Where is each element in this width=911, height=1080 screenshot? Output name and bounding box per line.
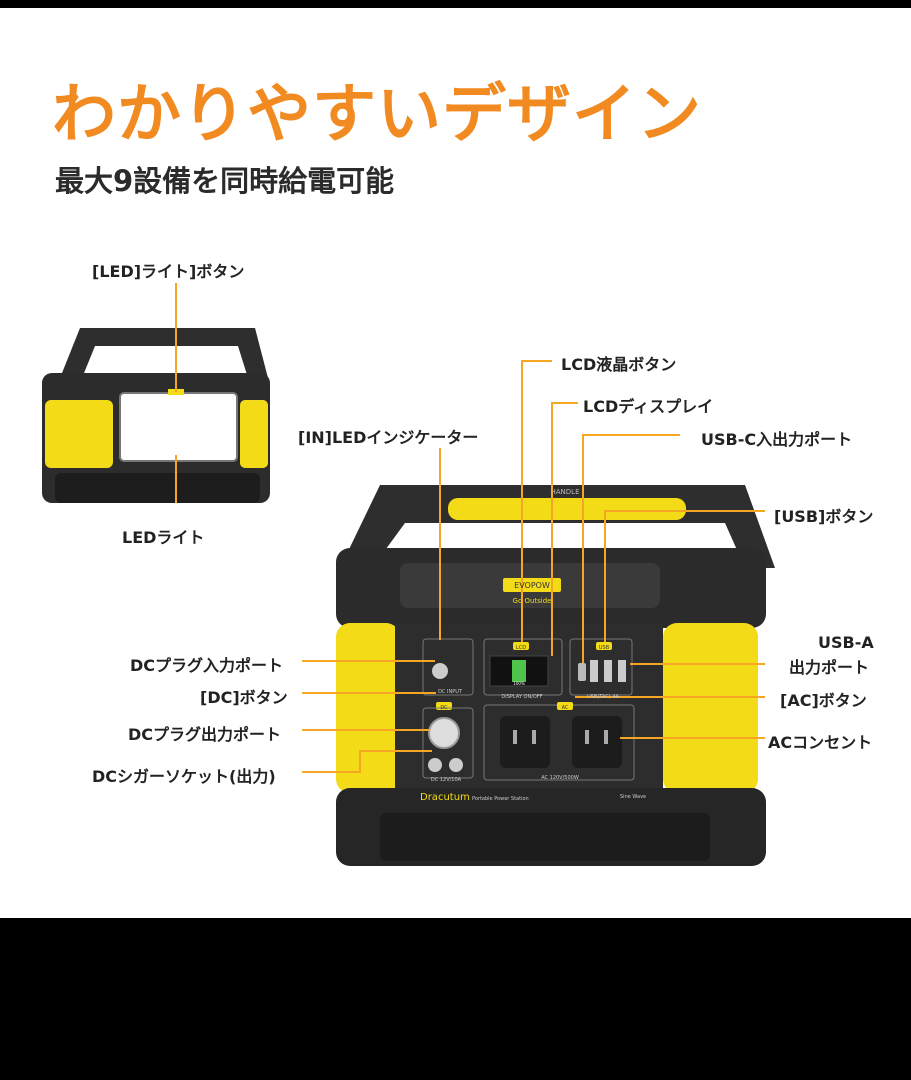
label-ac-button: [AC]ボタン [780, 691, 867, 710]
display-text: DISPLAY ON/OFF [501, 694, 542, 700]
label-usba-port-line1: USB-A [818, 633, 874, 652]
label-lcd-display: LCDディスプレイ [583, 397, 714, 416]
label-usb-button: [USB]ボタン [774, 507, 874, 526]
ac-button-text: AC [562, 705, 569, 711]
label-usba-port-line2: 出力ポート [789, 658, 870, 677]
label-dc-cigar-socket: DCシガーソケット(出力) [92, 767, 276, 786]
brand-tagline: Go Outside [513, 597, 552, 605]
lcd-button-text: LCD [516, 645, 526, 651]
lcd-readout: 100% [513, 681, 525, 686]
model-text: Dracutum [420, 792, 470, 803]
dc-out-text: DC 12V/10A [431, 777, 462, 783]
sine-wave-text: Sine Wave [620, 794, 646, 800]
label-led-light: LEDライト [122, 528, 205, 547]
model-sub-text: Portable Power Station [472, 796, 529, 802]
label-dc-plug-output: DCプラグ出力ポート [128, 725, 282, 744]
leader-lines [175, 283, 765, 773]
label-usbc-port: USB-C入出力ポート [701, 430, 853, 449]
dc-input-text: DC INPUT [438, 689, 463, 695]
rear-view-device [42, 328, 270, 503]
usb-panel-text: USB(TAC) 4A [587, 694, 619, 700]
dc-button-text: DC [440, 705, 448, 711]
ac-panel-text: AC 120V/500W [541, 775, 579, 781]
label-dc-plug-input: DCプラグ入力ポート [130, 656, 284, 675]
subheadline: 最大9設備を同時給電可能 [55, 164, 395, 198]
label-ac-outlet: ACコンセント [768, 733, 873, 752]
label-dc-button: [DC]ボタン [200, 688, 288, 707]
brand-text: EVOPOW [514, 581, 550, 590]
usb-button-text: USB [599, 645, 610, 651]
label-in-led-indicator: [IN]LEDインジケーター [298, 428, 479, 447]
product-infographic: わかりやすいデザイン 最大9設備を同時給電可能 [0, 8, 911, 918]
product-illustration: EVOPOW Go Outside HANDLE DC INPUT DISPLA… [42, 283, 775, 866]
handle-text: HANDLE [550, 488, 579, 496]
headline: わかりやすいデザイン [52, 78, 702, 152]
label-lcd-button: LCD液晶ボタン [561, 355, 677, 374]
label-led-light-button: [LED]ライト]ボタン [92, 262, 245, 281]
front-view-device [336, 485, 775, 866]
